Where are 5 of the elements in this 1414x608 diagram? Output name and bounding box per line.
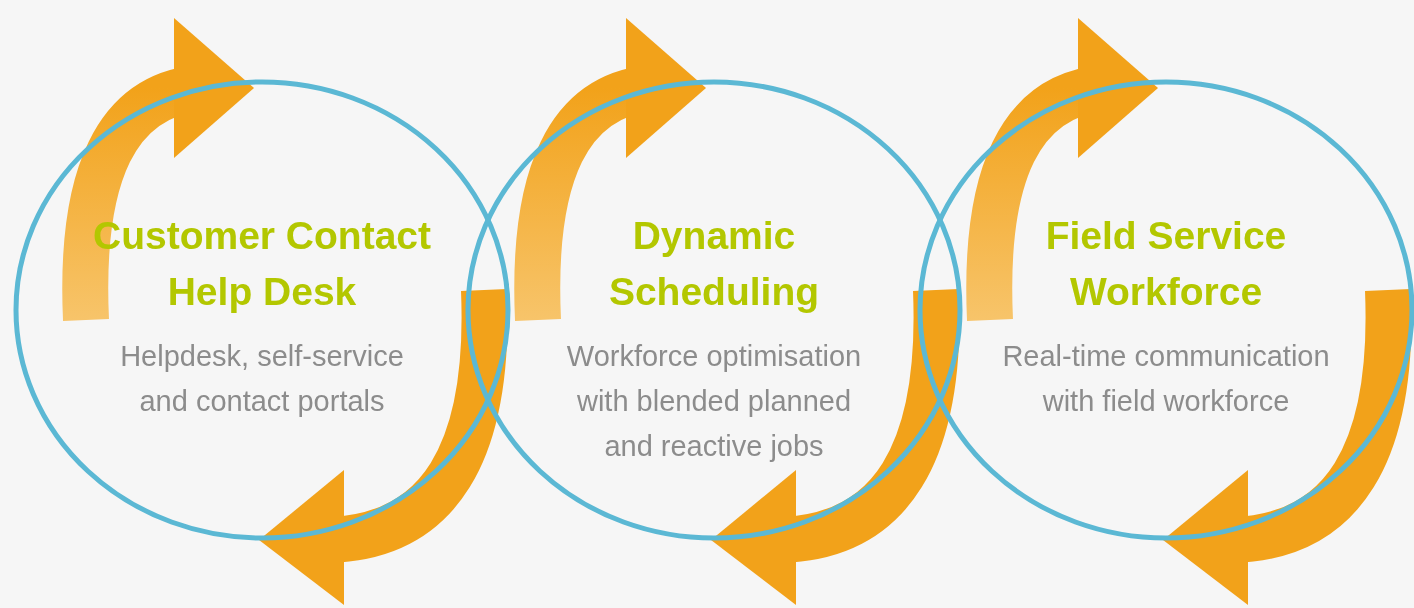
circle-heading: Dynamic Scheduling (607, 213, 821, 315)
circle-description: Helpdesk, self-service and contact portals (119, 339, 405, 419)
circle-heading: Field Service Workforce (1044, 213, 1288, 315)
circle-description: Workforce optimisation with blended planned and reactive jobs (565, 339, 863, 464)
circle-description: Real-time communication with field workforce (1001, 339, 1331, 419)
